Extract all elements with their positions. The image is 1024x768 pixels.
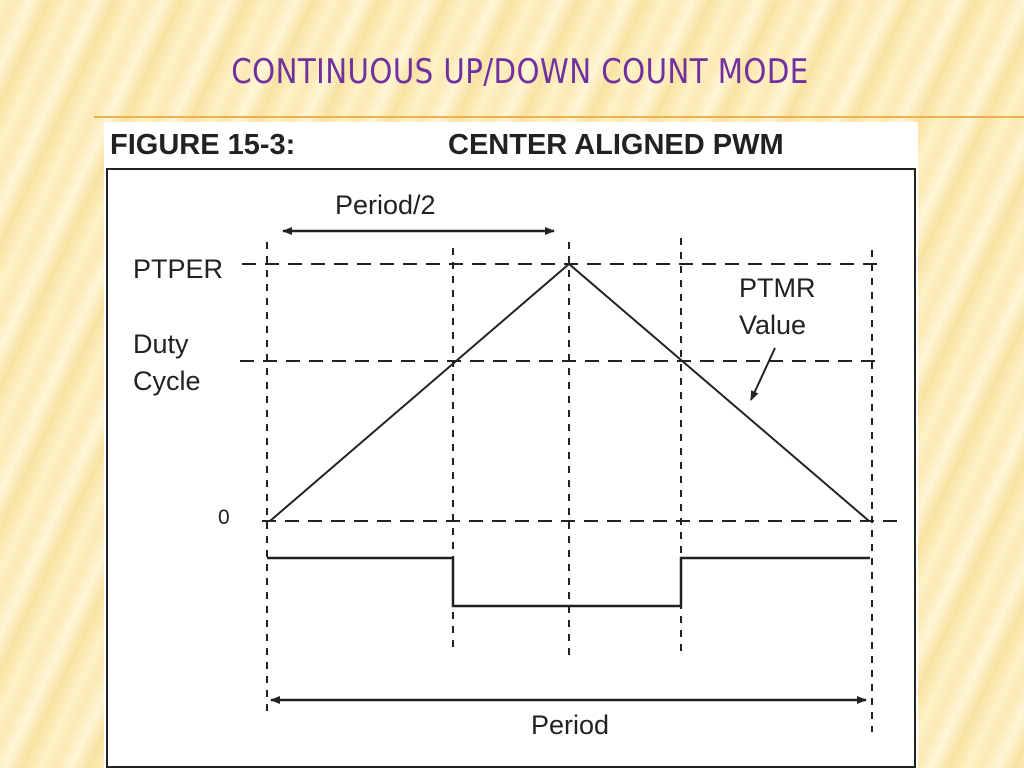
ptmr-pointer-arrow xyxy=(750,347,776,401)
slide-title: CONTINUOUS UP/DOWN COUNT MODE xyxy=(231,52,809,92)
period-label: Period xyxy=(531,710,609,740)
title-divider xyxy=(94,116,1024,118)
figure-caption: CENTER ALIGNED PWM xyxy=(448,129,784,161)
plot-frame xyxy=(106,168,916,768)
ptmr-label-line1: PTMR xyxy=(739,273,816,303)
ptmr-label-line2: Value xyxy=(739,310,806,340)
duty-cycle-label-line1: Duty xyxy=(133,329,189,359)
half-period-label: Period/2 xyxy=(335,190,436,220)
ptper-label: PTPER xyxy=(133,254,223,284)
ptmr-counter-waveform xyxy=(269,262,870,522)
pwm-output-waveform xyxy=(267,556,870,608)
figure-header: FIGURE 15-3: CENTER ALIGNED PWM xyxy=(104,122,918,168)
figure-number: FIGURE 15-3: xyxy=(110,129,296,161)
zero-label: 0 xyxy=(218,506,230,529)
duty-cycle-label-line2: Cycle xyxy=(133,366,201,396)
